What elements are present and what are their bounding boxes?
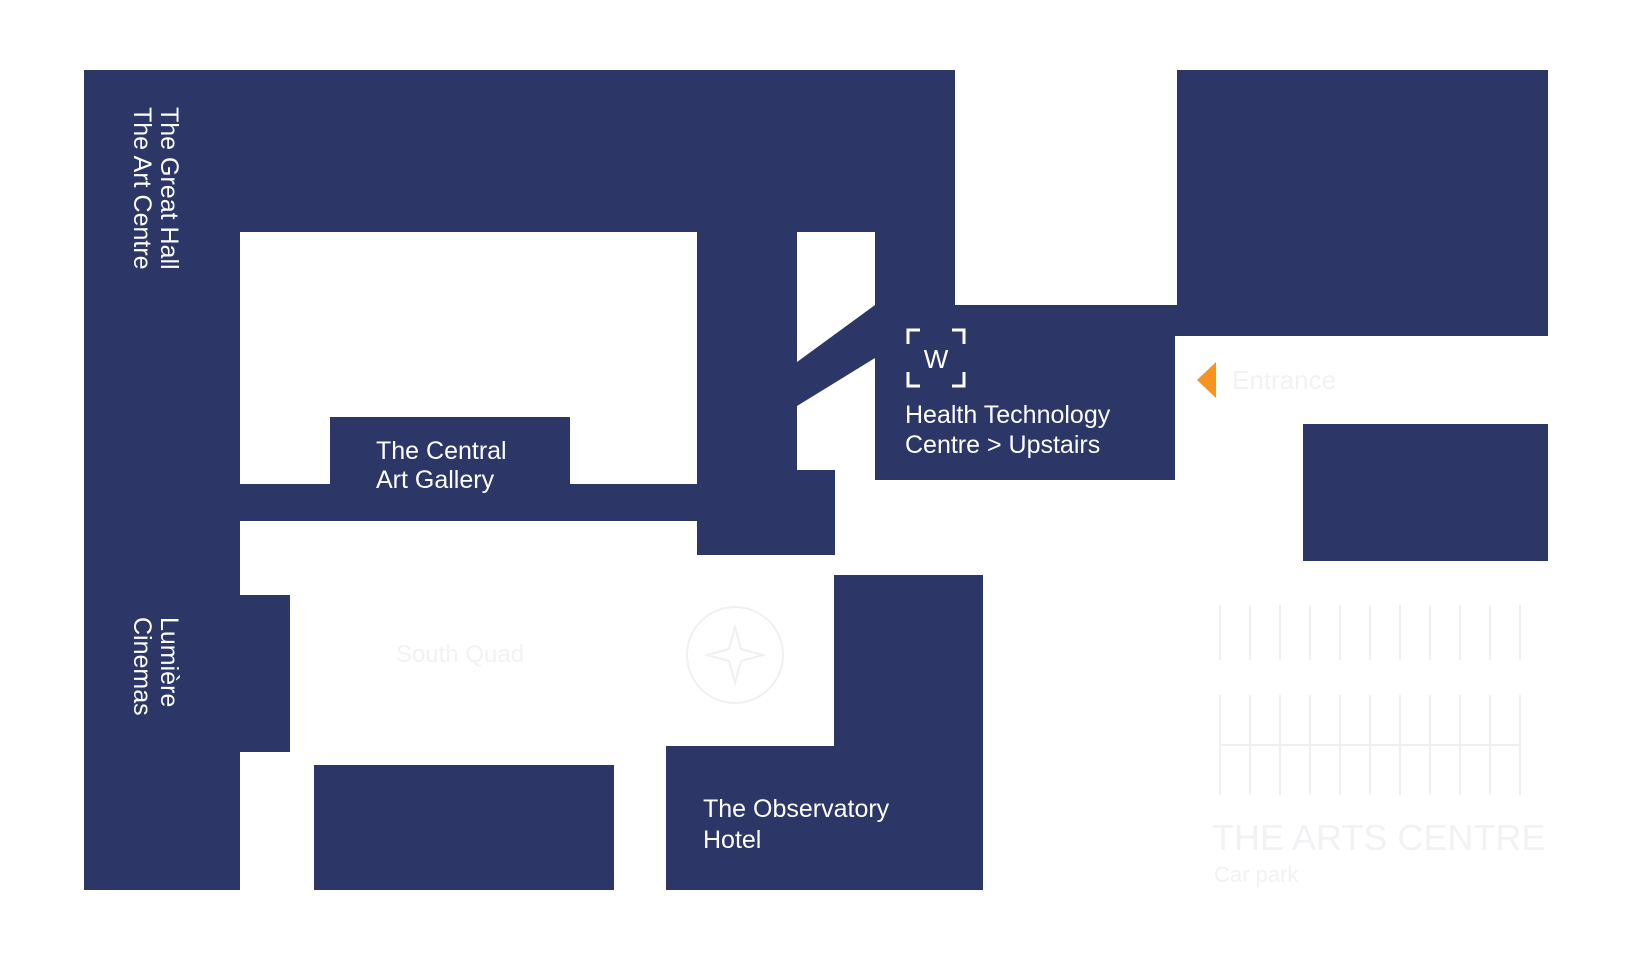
central-column-foot [797,470,835,555]
entrance-label: Entrance [1232,365,1336,395]
health-tech-label-line2: Centre > Upstairs [905,431,1100,459]
observatory-hotel-building[interactable] [666,575,983,890]
great-hall-label-line2: The Art Centre [128,107,156,270]
health-tech-label-line1: Health Technology [905,401,1111,429]
faint-decorations: South Quad Entrance THE ARTS CENTRE Car … [284,259,1545,887]
w-logo-icon [906,328,966,388]
car-park-label: Car park [1214,862,1299,887]
east-building[interactable] [1303,424,1548,561]
car-park-grid [1219,605,1521,795]
lumiere-label-line2: Cinemas [128,617,156,716]
gallery-link [240,484,335,521]
observatory-label-line1: The Observatory [703,795,890,823]
central-gallery-label-line2: Art Gallery [376,466,495,494]
health-technology-centre-building[interactable] [875,305,1177,480]
w-logo-letter: W [924,344,949,374]
arts-centre-label: THE ARTS CENTRE [1212,817,1545,858]
diagonal-connector [797,305,875,406]
south-west-building[interactable] [314,765,614,890]
great-hall-label-line1: The Great Hall [155,107,183,270]
north-east-building[interactable] [1177,70,1548,336]
compass-star-icon [686,606,784,704]
lumiere-label-line1: Lumière [155,617,183,707]
central-gallery-label-line1: The Central [376,437,507,465]
central-art-gallery-building[interactable] [330,417,570,521]
entrance-arrow-icon[interactable] [1197,362,1216,398]
courtyard-cutout-lower [240,521,697,595]
south-quad-label: South Quad [396,641,524,668]
central-column-building[interactable] [697,232,797,555]
buildings [84,70,1548,890]
observatory-label-line2: Hotel [703,826,761,854]
